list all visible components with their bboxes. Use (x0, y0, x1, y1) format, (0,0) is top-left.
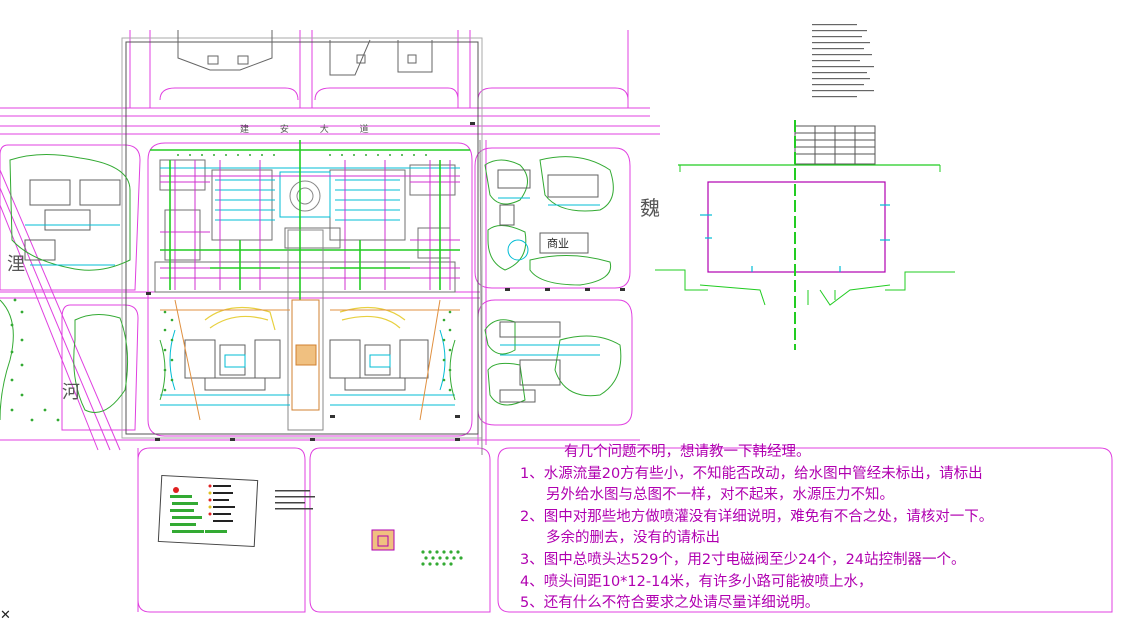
note-line: 3、图中总喷头达529个，用2寸电磁阀至少24个，24站控制器一个。 (520, 551, 966, 568)
note-line: 1、水源流量20方有些小，不知能否改动，给水图中管经未标出，请标出 (520, 465, 983, 482)
river-label-2: 河 (62, 382, 80, 403)
river-label-1: 浬 (7, 254, 25, 275)
annotation-notes: 有几个问题不明，想请教一下韩经理。 1、水源流量20方有些小，不知能否改动，给水… (520, 442, 1120, 615)
notes-title: 有几个问题不明，想请教一下韩经理。 (564, 444, 811, 460)
small-text-block (275, 490, 315, 510)
note-line: 4、喷头间距10*12-14米，有许多小路可能被喷上水， (520, 573, 873, 590)
legend-box (157, 475, 259, 547)
left-blocks (0, 153, 131, 422)
bottom-items (371, 529, 463, 566)
central-site-lower (159, 299, 460, 421)
spec-text-block (812, 24, 874, 98)
commercial-block (484, 156, 614, 286)
note-line: 多余的删去，没有的请标出 (546, 530, 720, 547)
central-site-upper (150, 140, 470, 431)
site-frame (121, 30, 483, 456)
note-line: 另外给水图与总图不一样，对不起来，水源压力不知。 (546, 487, 894, 504)
road-name-label: 建 安 大 道 (240, 123, 383, 135)
crosshair-cursor-icon: ✕ (0, 608, 11, 623)
section-markers (146, 122, 625, 441)
pipe-plan-detail (655, 120, 955, 350)
right-lower-block (484, 319, 622, 406)
commercial-label: 商业 (547, 236, 569, 250)
note-line: 5、还有什么不符合要求之处请尽量详细说明。 (520, 595, 820, 612)
note-line: 2、图中对那些地方做喷灌没有详细说明，难免有不合之处，请核对一下。 (520, 508, 994, 525)
street-label-east: 魏 (640, 196, 660, 220)
